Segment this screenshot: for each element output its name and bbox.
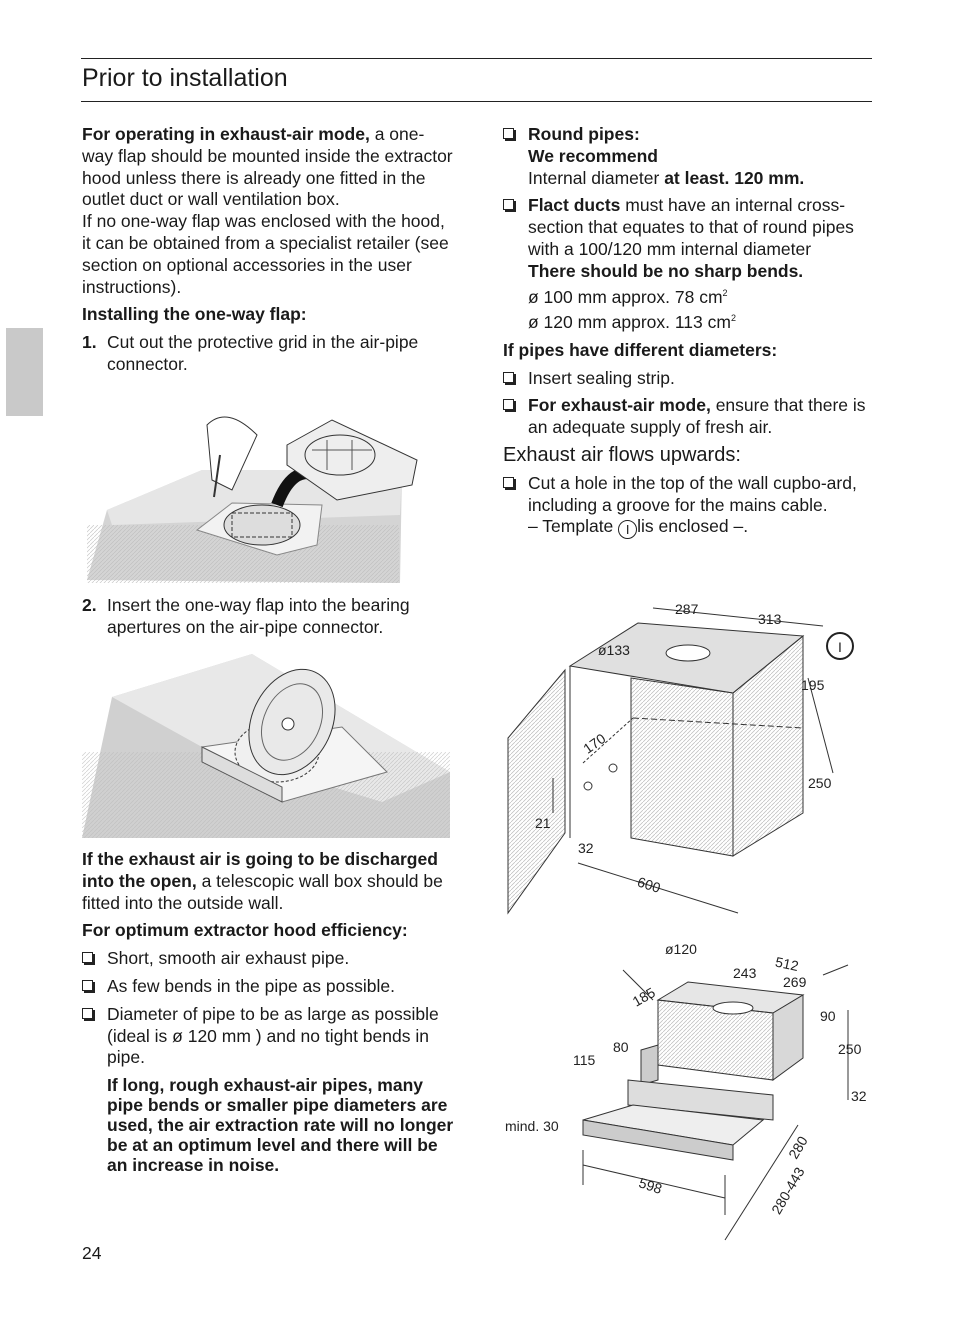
dim-512: 512 (774, 954, 800, 975)
page-number: 24 (82, 1243, 102, 1263)
figure-hood-dimensions: ø120 512 243 269 185 90 80 115 250 32 mi… (503, 940, 873, 1245)
checkbox-bullet-icon (503, 476, 514, 488)
step-1: 1. Cut out the protective grid in the ai… (82, 332, 419, 374)
fresh-air-item: For exhaust-air mode, ensure that there … (503, 395, 873, 439)
section-tab (6, 328, 43, 416)
title-rule (81, 101, 872, 102)
warning-text: If long, rough exhaust-air pipes, many p… (107, 1075, 454, 1176)
right-column: Round pipes: We recommend Internal diame… (503, 124, 873, 545)
dim-250: 250 (808, 775, 832, 791)
dim-600: 600 (635, 873, 662, 896)
install-heading: Installing the one-way flap: (82, 304, 307, 325)
page-title: Prior to installation (82, 64, 288, 92)
step-2: 2. Insert the one-way flap into the bear… (82, 595, 410, 637)
different-diameters-heading: If pipes have different diameters: (503, 339, 778, 360)
dim-170: 170 (580, 730, 608, 757)
bullet-diameter: Diameter of pipe to be as large as possi… (82, 1004, 454, 1069)
left-column-top: For operating in exhaust-air mode, a one… (82, 124, 454, 382)
bullet-few-bends: As few bends in the pipe as possible. (82, 976, 454, 998)
template-i-icon: I (618, 520, 638, 540)
figure-cut-grid (82, 405, 432, 585)
marker-i-label: I (838, 639, 842, 655)
checkbox-bullet-icon (503, 199, 514, 211)
dim-195: 195 (801, 677, 825, 693)
figure-wall-cupboard: I 287 313 ø133 195 170 250 21 32 600 (503, 598, 868, 923)
dim-21: 21 (535, 815, 551, 831)
left-step-2: 2. Insert the one-way flap into the bear… (82, 595, 454, 645)
exhaust-mode-paragraph: For operating in exhaust-air mode, a one… (82, 124, 453, 297)
round-pipes-item: Round pipes: We recommend Internal diame… (503, 124, 873, 189)
bullet-short-pipe: Short, smooth air exhaust pipe. (82, 948, 454, 970)
checkbox-bullet-icon (82, 1007, 93, 1019)
dim-115: 115 (573, 1052, 596, 1068)
dim-90: 90 (820, 1008, 836, 1024)
dim-280: 280 (785, 1133, 811, 1161)
checkbox-bullet-icon (503, 399, 514, 411)
dim-287: 287 (675, 601, 699, 617)
cut-hole-item: Cut a hole in the top of the wall cupbo-… (503, 473, 873, 540)
dim-80: 80 (613, 1039, 629, 1055)
dim-133: ø133 (598, 642, 630, 658)
flact-ducts-item: Flact ducts must have an internal cross-… (503, 195, 873, 333)
dim-598: 598 (637, 1174, 664, 1197)
top-rule (81, 58, 872, 59)
left-column-bottom: If the exhaust air is going to be discha… (82, 849, 454, 1181)
upwards-heading: Exhaust air flows upwards: (503, 444, 741, 467)
figure-insert-flap (82, 652, 452, 838)
sealing-strip-item: Insert sealing strip. (503, 368, 873, 390)
dim-243: 243 (733, 965, 757, 981)
dim-120: ø120 (665, 941, 697, 957)
mind-30: mind. 30 (505, 1118, 559, 1134)
dim-32: 32 (578, 840, 594, 856)
dim-313: 313 (758, 611, 782, 627)
outdoor-discharge-paragraph: If the exhaust air is going to be discha… (82, 849, 443, 913)
dim-185: 185 (630, 984, 658, 1010)
dim-250: 250 (838, 1041, 862, 1057)
checkbox-bullet-icon (503, 371, 514, 383)
checkbox-bullet-icon (82, 952, 93, 964)
checkbox-bullet-icon (82, 979, 93, 991)
dim-280-443: 280-443 (768, 1164, 808, 1217)
dim-32: 32 (851, 1088, 867, 1104)
checkbox-bullet-icon (503, 128, 514, 139)
optimum-heading: For optimum extractor hood efficiency: (82, 920, 408, 941)
dim-269: 269 (783, 974, 807, 990)
